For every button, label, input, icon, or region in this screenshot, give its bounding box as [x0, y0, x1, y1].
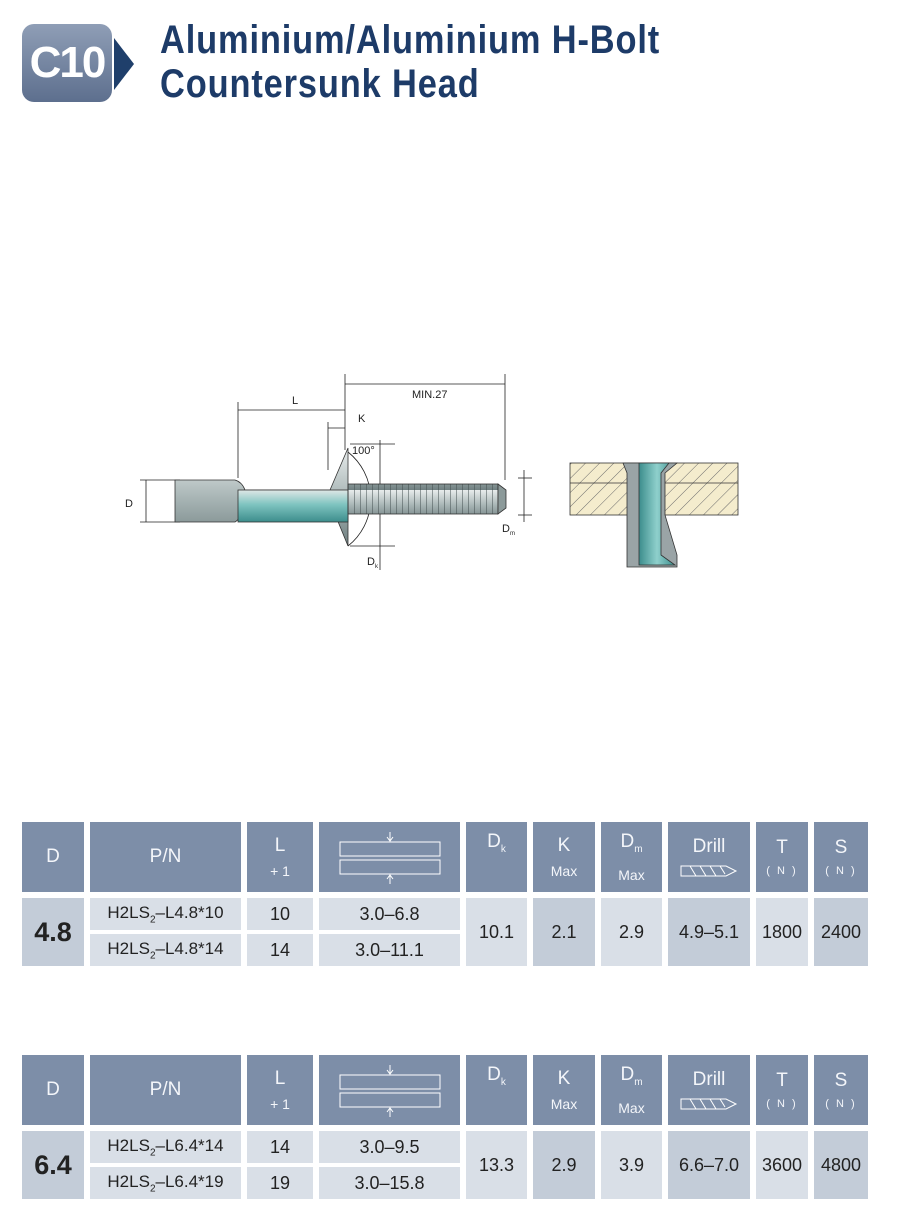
header-dk-label: Dk: [487, 1064, 506, 1088]
header-dm-label: Dm: [620, 831, 643, 855]
table-row-l: 14: [247, 1131, 313, 1163]
header-l: L + 1: [247, 1055, 313, 1125]
header-k-label: K: [557, 835, 571, 856]
header-dm-max: Max: [618, 866, 645, 883]
table-row-grip: 3.0–6.8: [319, 898, 460, 930]
header-k-max: Max: [550, 1096, 578, 1112]
header-s-unit: ( N ): [825, 1098, 857, 1110]
badge-arrow-icon: [114, 38, 134, 90]
value-t: 1800: [756, 898, 808, 966]
header-l-label: L: [274, 835, 286, 856]
header-l-tolerance: + 1: [270, 863, 290, 879]
header-dm-max: Max: [618, 1099, 645, 1116]
size-d: 4.8: [22, 898, 84, 966]
grip-range-icon: [339, 1065, 440, 1117]
table-row-l: 10: [247, 898, 313, 930]
table-row-grip: 3.0–15.8: [319, 1167, 460, 1199]
header-pn: P/N: [90, 1055, 241, 1125]
header-d: D: [22, 822, 84, 892]
header-t-label: T: [776, 1070, 788, 1091]
dim-k-label: K: [358, 413, 366, 425]
dim-min-label: MIN.27: [412, 389, 447, 401]
header-l: L + 1: [247, 822, 313, 892]
header-pn-label: P/N: [149, 846, 182, 867]
header-dk: Dk: [466, 1055, 527, 1125]
header-drill-label: Drill: [692, 1069, 726, 1090]
rivet-dimension-drawing: MIN.27 L K 100° D Dk Dm: [125, 374, 532, 570]
table-row-pn: H2LS2–L6.4*19: [90, 1167, 241, 1199]
value-k: 2.1: [533, 898, 595, 966]
header-dk: Dk: [466, 822, 527, 892]
value-t: 3600: [756, 1131, 808, 1199]
table-row-pn: H2LS2–L4.8*14: [90, 934, 241, 966]
value-k: 2.9: [533, 1131, 595, 1199]
header-grip-range: [319, 822, 460, 892]
header-s: S ( N ): [814, 822, 868, 892]
table-row-l: 19: [247, 1167, 313, 1199]
value-s: 2400: [814, 898, 868, 966]
installed-section-drawing: [569, 462, 739, 568]
header-pn: P/N: [90, 822, 241, 892]
header-dk-label: Dk: [487, 831, 506, 855]
header-t-unit: ( N ): [766, 865, 798, 877]
header-s-unit: ( N ): [825, 865, 857, 877]
drill-bit-icon: [680, 1098, 738, 1110]
dim-dm-label: Dm: [502, 523, 515, 537]
header-drill-label: Drill: [692, 836, 726, 857]
header-d: D: [22, 1055, 84, 1125]
header-t-unit: ( N ): [766, 1098, 798, 1110]
section-badge: C10: [22, 24, 112, 102]
table-row-l: 14: [247, 934, 313, 966]
dim-dk-label: Dk: [367, 556, 379, 570]
header-drill: Drill: [668, 822, 750, 892]
value-drill: 4.9–5.1: [668, 898, 750, 966]
table-row-grip: 3.0–11.1: [319, 934, 460, 966]
header-t: T ( N ): [756, 1055, 808, 1125]
header-drill: Drill: [668, 1055, 750, 1125]
value-dm: 2.9: [601, 898, 662, 966]
header-k: K Max: [533, 822, 595, 892]
drill-bit-icon: [680, 865, 738, 877]
header-t-label: T: [776, 837, 788, 858]
header-l-tolerance: + 1: [270, 1096, 290, 1112]
header-l-label: L: [274, 1068, 286, 1089]
table-row-grip: 3.0–9.5: [319, 1131, 460, 1163]
header-dm-label: Dm: [620, 1064, 643, 1088]
value-drill: 6.6–7.0: [668, 1131, 750, 1199]
header-pn-label: P/N: [149, 1079, 182, 1100]
size-d: 6.4: [22, 1131, 84, 1199]
page-title: Aluminium/Aluminium H-Bolt Countersunk H…: [160, 18, 660, 106]
header-d-label: D: [46, 846, 60, 867]
header-k-max: Max: [550, 863, 578, 879]
grip-range-icon: [339, 832, 440, 884]
value-dk: 13.3: [466, 1131, 527, 1199]
header-k: K Max: [533, 1055, 595, 1125]
table-row-pn: H2LS2–L6.4*14: [90, 1131, 241, 1163]
value-s: 4800: [814, 1131, 868, 1199]
header-k-label: K: [557, 1068, 571, 1089]
value-dk: 10.1: [466, 898, 527, 966]
dim-angle-label: 100°: [352, 445, 375, 457]
header-grip-range: [319, 1055, 460, 1125]
header-t: T ( N ): [756, 822, 808, 892]
table-row-pn: H2LS2–L4.8*10: [90, 898, 241, 930]
title-line-2: Countersunk Head: [160, 62, 480, 106]
title-line-1: Aluminium/Aluminium H-Bolt: [160, 18, 661, 62]
header-s-label: S: [834, 1070, 848, 1091]
header-d-label: D: [46, 1079, 60, 1100]
dim-l-label: L: [292, 395, 298, 407]
value-dm: 3.9: [601, 1131, 662, 1199]
dim-d-label: D: [125, 498, 133, 510]
header-s: S ( N ): [814, 1055, 868, 1125]
header-s-label: S: [834, 837, 848, 858]
